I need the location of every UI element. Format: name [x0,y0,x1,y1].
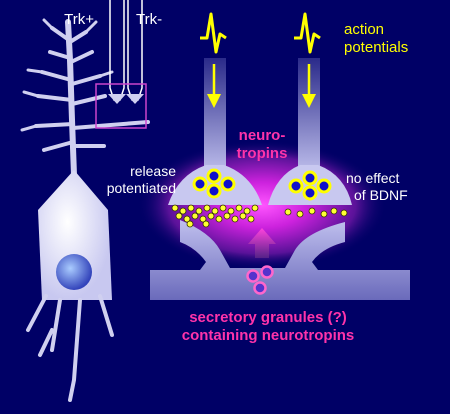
release-label-1: release [130,163,176,179]
left-axon [204,58,226,168]
no-effect-label-2: of BDNF [354,187,408,203]
pyramidal-neuron [20,18,150,402]
right-axon [298,58,320,168]
postsynaptic-dendrite [150,220,410,300]
trk-minus-label: Trk- [136,11,162,28]
secretory-label-2: containing neurotropins [182,327,355,344]
spike-waveform-icon [200,12,321,54]
release-label-2: potentiated [107,180,176,196]
secretory-granules [246,265,274,295]
secretory-label-1: secretory granules (?) [189,309,347,326]
up-arrow-icon [248,228,276,258]
no-effect-label-1: no effect [346,170,400,186]
released-granules-right [284,207,348,218]
vesicles-left [192,168,236,199]
action-potentials-label-2: potentials [344,39,408,56]
released-granules-left [171,204,259,228]
electrode-tips [108,94,144,104]
neurotropins-label-1: neuro- [239,127,286,144]
electrode-trk-plus [109,0,125,101]
action-potentials-label-1: action [344,21,384,38]
down-arrow-icon [207,64,316,108]
vesicles-right [288,170,332,201]
neurotropins-label-2: tropins [237,145,288,162]
zoom-selection-box [95,83,147,129]
trk-plus-label: Trk+ [64,11,94,28]
nucleus [56,254,92,290]
